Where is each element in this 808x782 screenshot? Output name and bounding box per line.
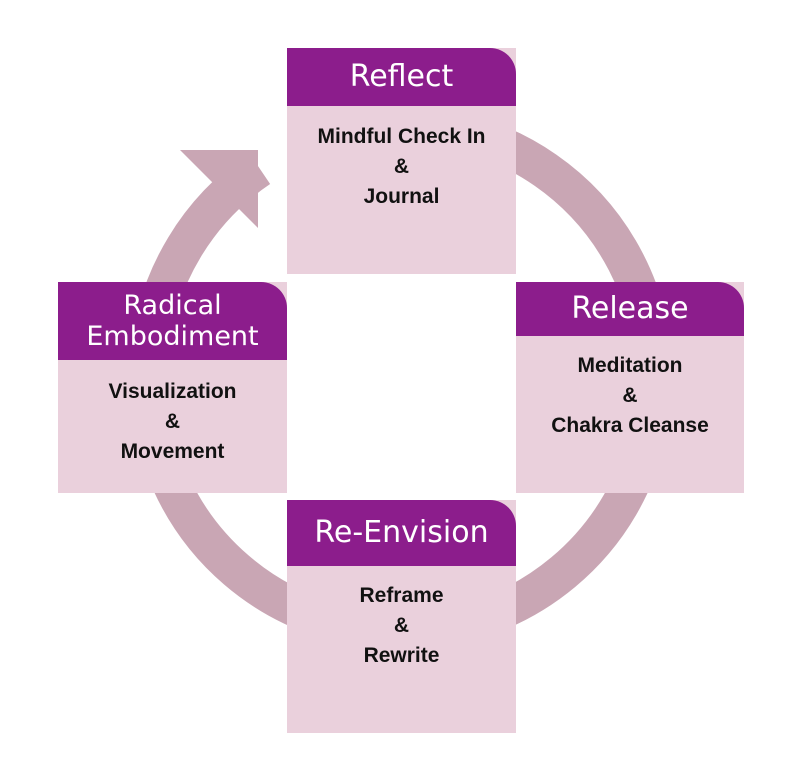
step-release-body: Meditation & Chakra Cleanse [516, 336, 744, 441]
step-line: Rewrite [363, 644, 440, 667]
step-line: Mindful Check In [317, 125, 486, 148]
step-line: Movement [120, 440, 225, 463]
step-reflect: Reflect Mindful Check In & Journal [287, 48, 516, 274]
step-radical-embodiment: Radical Embodiment Visualization & Movem… [58, 282, 287, 493]
step-title-line: Release [571, 290, 689, 326]
step-line: Chakra Cleanse [551, 414, 709, 437]
step-line: Meditation [577, 354, 683, 377]
step-reenvision: Re-Envision Reframe & Rewrite [287, 500, 516, 733]
step-line: Visualization [108, 380, 237, 403]
step-line: & [622, 384, 638, 407]
step-line: & [164, 410, 181, 433]
step-reenvision-body: Reframe & Rewrite [287, 566, 516, 671]
step-line: & [393, 614, 410, 637]
step-radical-embodiment-body: Visualization & Movement [58, 360, 287, 467]
arrowhead-icon [180, 150, 258, 228]
step-title-line: Radical [123, 289, 222, 321]
step-title-line: Reflect [349, 58, 454, 94]
step-reenvision-title: Re-Envision [287, 500, 516, 566]
step-title-line: Re-Envision [314, 514, 489, 550]
step-reflect-body: Mindful Check In & Journal [287, 106, 516, 212]
step-line: Reframe [359, 584, 444, 607]
step-reflect-title: Reflect [287, 48, 516, 106]
step-line: Journal [363, 185, 440, 208]
step-radical-embodiment-title: Radical Embodiment [58, 282, 287, 360]
step-title-line: Embodiment [86, 321, 259, 352]
step-release-title: Release [516, 282, 744, 336]
step-line: & [393, 155, 410, 178]
step-release: Release Meditation & Chakra Cleanse [516, 282, 744, 493]
